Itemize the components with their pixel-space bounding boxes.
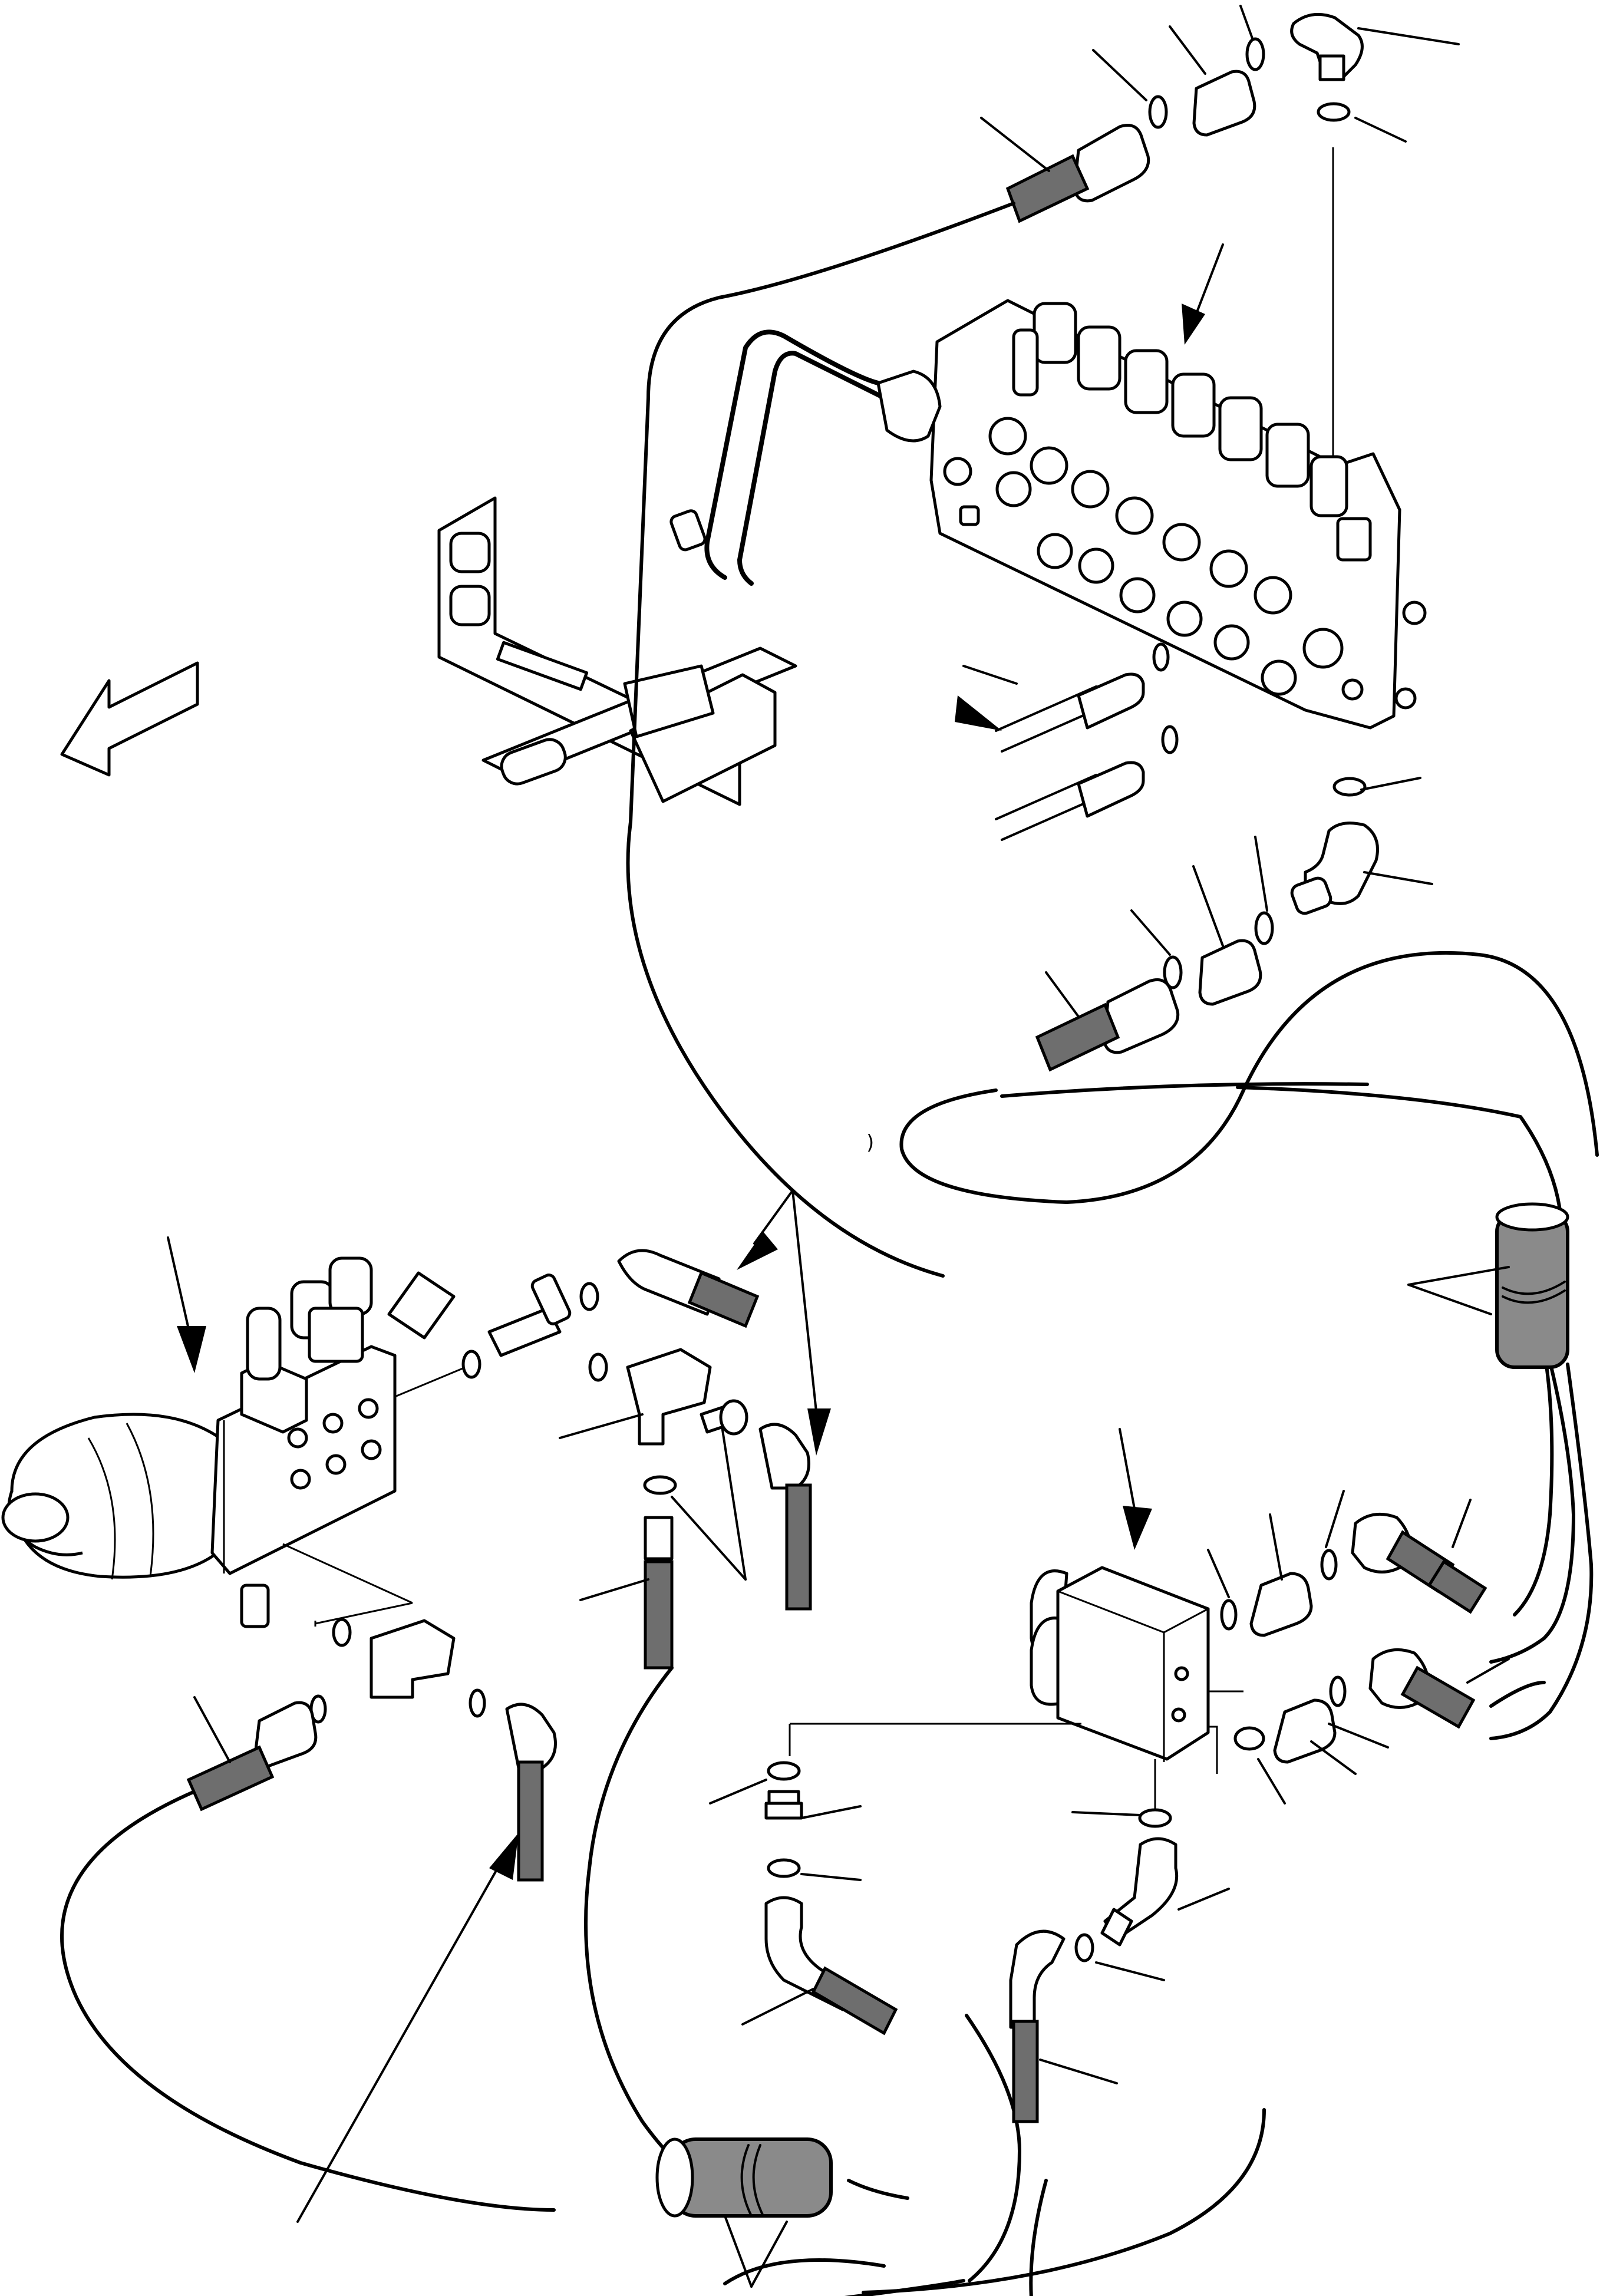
leader-top-1 [1357, 27, 1460, 45]
hose-loop-bottom-left [584, 1666, 780, 2218]
protective-sleeve-right [1407, 1202, 1569, 1369]
rigid-tube-inner [737, 351, 904, 586]
direction-arrow [60, 661, 199, 777]
spool-cap-3 [1124, 349, 1169, 414]
connector-plug [387, 1271, 456, 1340]
spool-cap-left [1012, 328, 1039, 397]
spool-cap-4 [1171, 372, 1216, 438]
rigid-tube-outer [704, 329, 880, 580]
tee-center [626, 1348, 712, 1446]
pointer-arrowhead-upper-hoses [737, 1232, 778, 1270]
bracket-nut-2 [449, 585, 491, 626]
o-ring-2 [1148, 95, 1168, 129]
valve-outlet-fittings [1035, 777, 1433, 1072]
solenoid-coil-left-2 [328, 1256, 373, 1316]
manifold-cartridge [246, 1307, 282, 1381]
elbow-fitting-stem [1318, 54, 1345, 81]
spool-cap-5 [1218, 396, 1263, 461]
hose-end-top [1005, 154, 1090, 223]
valve-pointer-arrowhead [1182, 304, 1205, 345]
tee-lower-left [370, 1619, 456, 1699]
tube-nut [669, 509, 707, 552]
hose-routing [60, 202, 1599, 2296]
solenoid-outlet-fittings [1207, 1490, 1510, 1805]
o-ring-4 [1163, 955, 1183, 989]
leader-top-6 [980, 117, 1050, 172]
pump-shaft-end [1, 1492, 70, 1543]
valve-end-plug [1336, 517, 1372, 562]
o-ring-1 [1245, 37, 1265, 71]
hose-b-end [1077, 761, 1145, 818]
valve-spool-caps [1012, 302, 1348, 517]
hose-right-outer [1489, 1363, 1594, 1740]
tee-upper-left [487, 1307, 562, 1357]
valve-pointer-line [1192, 243, 1224, 322]
spool-cap-7 [1309, 455, 1348, 517]
sleeve-bottom-body [670, 2137, 833, 2218]
hose-loop-bottom-far-left [60, 1790, 556, 2212]
lower-middle-fittings [709, 1761, 1230, 2123]
pump-pointer-arrowhead [177, 1326, 206, 1373]
o-ring-hose-a [1152, 642, 1170, 672]
pointer-arrowhead-right-hoses [807, 1408, 831, 1456]
hose-end-mid [1035, 1002, 1120, 1072]
hose-right-down [1513, 1348, 1554, 1617]
hose-right-down-2 [1489, 1348, 1575, 1664]
bracket-bolt [500, 738, 567, 786]
spool-cap-1 [1033, 302, 1077, 364]
leader-top-5 [1092, 49, 1147, 101]
mounting-bracket [437, 496, 797, 806]
bracket-nut-1 [449, 532, 491, 573]
bracket-slot [496, 641, 589, 691]
leader-top-2 [1354, 117, 1407, 143]
adapter-mid [1198, 939, 1262, 1006]
hose-nut-top [1073, 124, 1150, 203]
manifold-drain [240, 1584, 270, 1628]
spool-cap-2 [1077, 325, 1121, 391]
valve-side-hoses [955, 642, 1179, 841]
top-fitting-chain [980, 5, 1460, 471]
hose-a-end [1077, 672, 1145, 730]
hose-loop-bottom-right [862, 2108, 1266, 2294]
pointer-arrowhead-lower [489, 1833, 519, 1880]
valve-ports [943, 417, 1427, 710]
pump-assembly [1, 1236, 456, 1628]
hose-end-tee-down [644, 1560, 674, 1670]
lower-left-tee-fittings [186, 1618, 557, 2223]
o-ring-top-elbow [1317, 102, 1351, 122]
hose-nut-mid [1102, 978, 1180, 1054]
hose-end-lower-right [1012, 2020, 1039, 2123]
bracket-channel [629, 673, 777, 803]
adapter-fitting-top [1192, 70, 1256, 137]
direction-arrow-shape [60, 661, 199, 777]
solenoid-block [1056, 1566, 1210, 1761]
solenoid-pointer-arrowhead [1123, 1506, 1152, 1550]
control-valve-bank [669, 243, 1427, 730]
o-ring-hose-b [1161, 725, 1179, 754]
spool-cap-6 [1265, 423, 1310, 488]
left-tee-fittings [394, 1189, 831, 1670]
hose-end-lower-mid [811, 1966, 898, 2036]
hose-cross-1 [1000, 1082, 1369, 1098]
leader-top-4 [1169, 25, 1206, 75]
hose-pointer-arrowhead [955, 695, 1002, 731]
leader-top-3 [1239, 5, 1254, 39]
o-ring-valve-outlet [1332, 777, 1367, 797]
bracket-clamp [623, 664, 715, 738]
solenoid-valve-right [789, 1428, 1243, 1815]
hose-loop-left-top [626, 202, 1015, 1278]
o-ring-3 [1254, 911, 1274, 945]
stray-mark: ) [866, 1131, 874, 1154]
tube-elbow [876, 370, 942, 443]
protective-sleeve-bottom [655, 2137, 833, 2288]
hose-cross-2 [1236, 1086, 1563, 1236]
hose-loop-mid [899, 951, 1599, 1204]
